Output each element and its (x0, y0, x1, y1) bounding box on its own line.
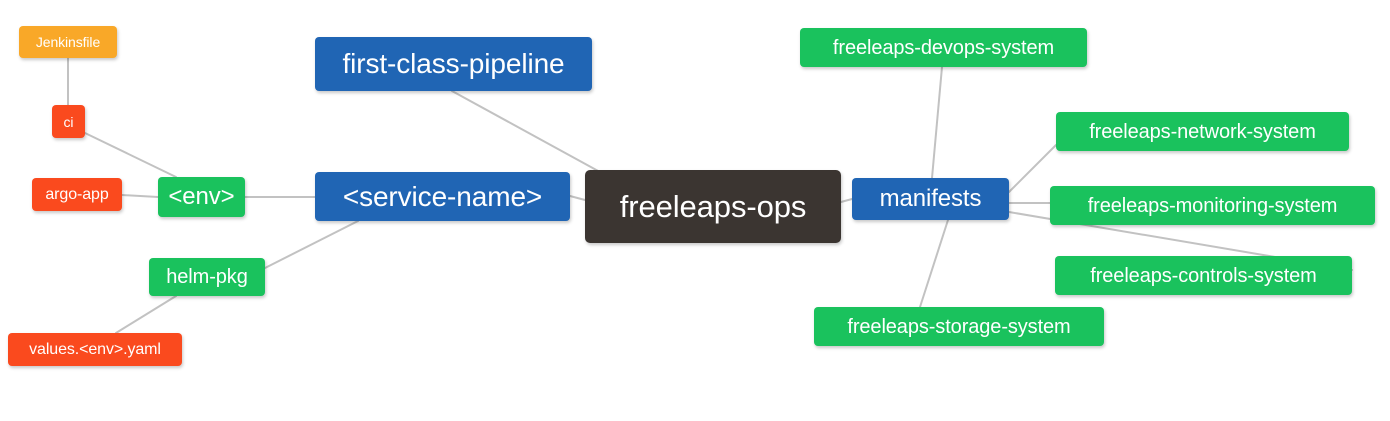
edge-manifests-to-storage (919, 219, 949, 308)
node-label: <env> (168, 183, 235, 210)
edge-service-to-helmpkg (264, 220, 359, 269)
node-label: freeleaps-monitoring-system (1087, 194, 1338, 217)
node-label: freeleaps-controls-system (1090, 264, 1317, 287)
mindmap-node-devops[interactable]: freeleaps-devops-system (800, 28, 1087, 67)
mindmap-node-argoapp[interactable]: argo-app (32, 178, 122, 211)
mindmap-node-monitoring[interactable]: freeleaps-monitoring-system (1050, 186, 1375, 225)
mindmap-node-pipeline[interactable]: first-class-pipeline (315, 37, 592, 91)
edge-root-to-manifests (840, 198, 853, 203)
mindmap-node-service[interactable]: <service-name> (315, 172, 570, 221)
node-label: freeleaps-storage-system (847, 315, 1071, 338)
edge-pipeline-to-root (451, 90, 601, 173)
mindmap-node-network[interactable]: freeleaps-network-system (1056, 112, 1349, 151)
edge-manifests-to-network (1008, 144, 1057, 193)
edge-root-to-service (569, 195, 586, 201)
mindmap-node-controls[interactable]: freeleaps-controls-system (1055, 256, 1352, 295)
node-label: freeleaps-network-system (1089, 120, 1316, 143)
mindmap-node-valuesyaml[interactable]: values.<env>.yaml (8, 333, 182, 366)
node-label: <service-name> (342, 180, 543, 212)
node-label: Jenkinsfile (35, 34, 101, 50)
node-label: ci (63, 113, 74, 130)
node-label: first-class-pipeline (342, 48, 565, 79)
mindmap-node-manifests[interactable]: manifests (852, 178, 1009, 220)
mindmap-node-env[interactable]: <env> (158, 177, 245, 217)
mindmap-node-jenkinsfile[interactable]: Jenkinsfile (19, 26, 117, 58)
edge-manifests-to-devops (931, 66, 943, 179)
node-label: argo-app (45, 185, 109, 203)
mindmap-node-root[interactable]: freeleaps-ops (585, 170, 841, 243)
mindmap-node-storage[interactable]: freeleaps-storage-system (814, 307, 1104, 346)
mindmap-node-helmpkg[interactable]: helm-pkg (149, 258, 265, 296)
node-label: freeleaps-devops-system (832, 36, 1055, 59)
edge-env-to-argoapp (121, 194, 159, 198)
node-label: values.<env>.yaml (29, 340, 161, 358)
node-label: freeleaps-ops (619, 189, 807, 224)
edge-env-to-ci (84, 132, 177, 178)
edge-helmpkg-to-valuesyaml (115, 295, 177, 334)
node-label: helm-pkg (166, 266, 248, 288)
node-label: manifests (879, 185, 982, 212)
mindmap-node-ci[interactable]: ci (52, 105, 85, 138)
